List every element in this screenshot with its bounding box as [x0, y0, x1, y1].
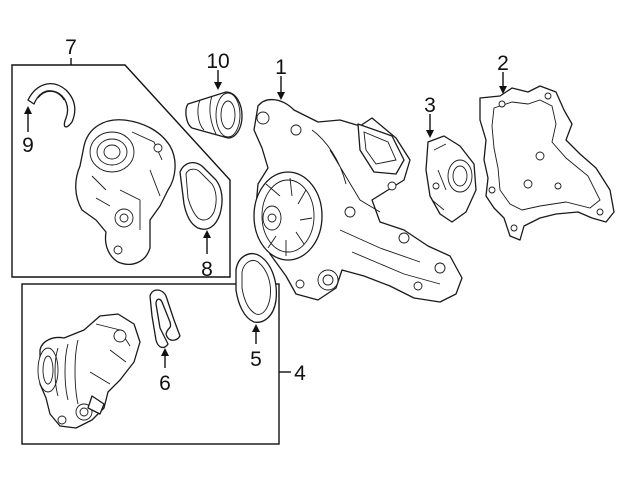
callout-9: 9 — [22, 134, 34, 157]
arrow-10 — [214, 82, 222, 90]
callout-2: 2 — [497, 52, 509, 75]
o-ring-gasket-icon — [235, 253, 278, 323]
pump-gasket-icon — [479, 85, 615, 241]
water-pump-housing-icon — [253, 99, 463, 303]
group-7-frame — [11, 64, 231, 278]
arrow-5 — [252, 324, 260, 332]
callout-3: 3 — [424, 94, 436, 117]
seal-ring-icon — [425, 135, 477, 223]
callout-7: 7 — [65, 36, 77, 59]
callout-8: 8 — [201, 258, 213, 281]
arrow-9 — [24, 106, 32, 114]
callout-5: 5 — [250, 348, 262, 371]
callout-6: 6 — [159, 372, 171, 395]
arrow-1 — [277, 92, 285, 100]
wire-clamp-icon — [149, 289, 181, 349]
clamp-spring-icon — [27, 83, 76, 128]
arrow-2 — [499, 86, 507, 94]
thermostat-housing-icon — [75, 119, 176, 265]
thermostat-gasket-icon — [179, 161, 223, 230]
arrow-8 — [203, 230, 211, 238]
callout-10: 10 — [206, 50, 229, 73]
callout-1: 1 — [275, 56, 287, 79]
arrow-3 — [426, 130, 434, 138]
coolant-hose-icon — [185, 91, 243, 139]
group-4-frame — [21, 283, 280, 445]
callout-4: 4 — [294, 362, 306, 385]
thermostat-assembly-icon — [37, 313, 141, 429]
arrow-6 — [161, 348, 169, 356]
